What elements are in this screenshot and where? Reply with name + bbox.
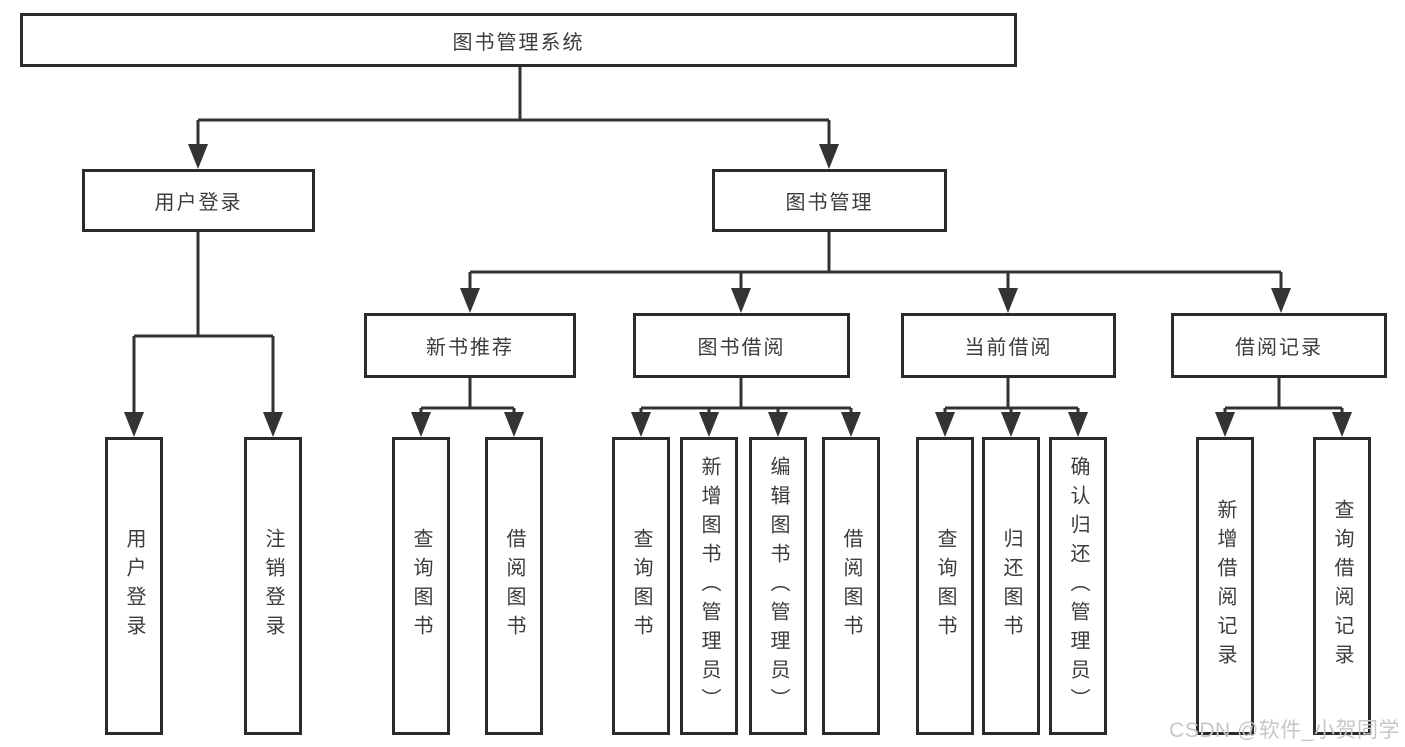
leaf-add-books-admin: 新增图书（管理员） xyxy=(680,437,738,735)
arrowheads-records-children xyxy=(1215,412,1352,437)
node-current-borrow: 当前借阅 xyxy=(901,313,1116,378)
watermark: CSDN @软件_小贺同学 xyxy=(1169,719,1400,742)
connector-current-children xyxy=(943,378,1080,414)
leaf-borrow-books-recommend: 借阅图书 xyxy=(485,437,543,735)
node-new-book-recommend: 新书推荐 xyxy=(364,313,576,378)
node-user-login: 用户登录 xyxy=(82,169,315,232)
arrowheads-newbook-children xyxy=(411,412,524,437)
leaf-query-borrow-record: 查询借阅记录 xyxy=(1313,437,1371,735)
node-root: 图书管理系统 xyxy=(20,13,1017,67)
connector-borrow-children xyxy=(639,378,853,414)
node-book-management: 图书管理 xyxy=(712,169,947,232)
leaf-return-books: 归还图书 xyxy=(982,437,1040,735)
connector-login-children xyxy=(132,232,275,414)
connector-root-to-level2 xyxy=(196,67,831,146)
arrowheads-level2 xyxy=(188,144,839,169)
leaf-borrow-books: 借阅图书 xyxy=(822,437,880,735)
arrowheads-level3 xyxy=(460,288,1291,313)
connector-mgmt-to-level3 xyxy=(468,232,1283,290)
leaf-confirm-return-admin: 确认归还（管理员） xyxy=(1049,437,1107,735)
leaf-query-books-recommend: 查询图书 xyxy=(392,437,450,735)
leaf-user-login: 用户登录 xyxy=(105,437,163,735)
leaf-query-books-borrow: 查询图书 xyxy=(612,437,670,735)
arrowheads-current-children xyxy=(935,412,1088,437)
leaf-edit-books-admin: 编辑图书（管理员） xyxy=(749,437,807,735)
arrowheads-borrow-children xyxy=(631,412,861,437)
connector-newbook-children xyxy=(419,378,516,414)
node-book-borrow: 图书借阅 xyxy=(633,313,850,378)
arrowheads-login-children xyxy=(124,412,283,437)
leaf-add-borrow-record: 新增借阅记录 xyxy=(1196,437,1254,735)
node-borrow-records: 借阅记录 xyxy=(1171,313,1387,378)
leaf-query-books-current: 查询图书 xyxy=(916,437,974,735)
connector-records-children xyxy=(1223,378,1344,414)
leaf-logout: 注销登录 xyxy=(244,437,302,735)
